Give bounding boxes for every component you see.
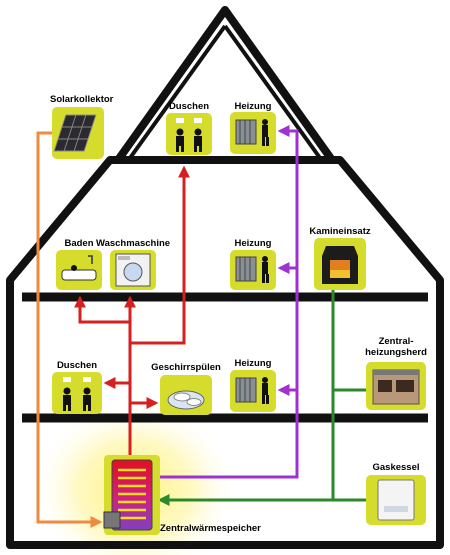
fireplace-label: Kamineinsatz <box>309 226 371 237</box>
furnace-pipes <box>157 290 366 506</box>
bathtub-icon <box>56 250 102 290</box>
gas-boiler-icon <box>366 475 426 525</box>
radiator-icon <box>230 250 276 290</box>
stove-icon <box>366 362 426 410</box>
washing-machine-label: Waschmaschine <box>95 238 171 249</box>
dishwashing-icon <box>160 375 212 415</box>
washing-machine-icon <box>110 250 156 290</box>
radiator-icon <box>230 112 276 154</box>
heating-low-label: Heizung <box>234 358 272 369</box>
heating-mid-label: Heizung <box>234 238 272 249</box>
central-stove-label: Zentral- heizungsherd <box>365 336 427 358</box>
showers-top-label: Duschen <box>168 101 210 112</box>
bath-label: Baden <box>64 238 94 249</box>
shower-icon <box>52 372 102 414</box>
heating-top-label: Heizung <box>234 101 272 112</box>
shower-icon <box>166 113 212 155</box>
fireplace-icon <box>314 238 366 290</box>
house-outline <box>6 6 444 549</box>
dishwashing-label: Geschirrspülen <box>151 362 221 373</box>
solar-collector-icon <box>52 107 104 159</box>
solar-collector-label: Solarkollektor <box>50 94 114 105</box>
radiator-icon <box>230 370 276 412</box>
showers-low-label: Duschen <box>56 360 98 371</box>
storage-tank-icon <box>103 455 160 535</box>
heating-pipes <box>160 125 299 479</box>
gas-boiler-label: Gaskessel <box>372 462 420 473</box>
solar-pipe <box>36 131 103 528</box>
storage-tank-label: Zentralwärmespeicher <box>160 523 261 534</box>
hot-water-pipes <box>74 165 190 455</box>
